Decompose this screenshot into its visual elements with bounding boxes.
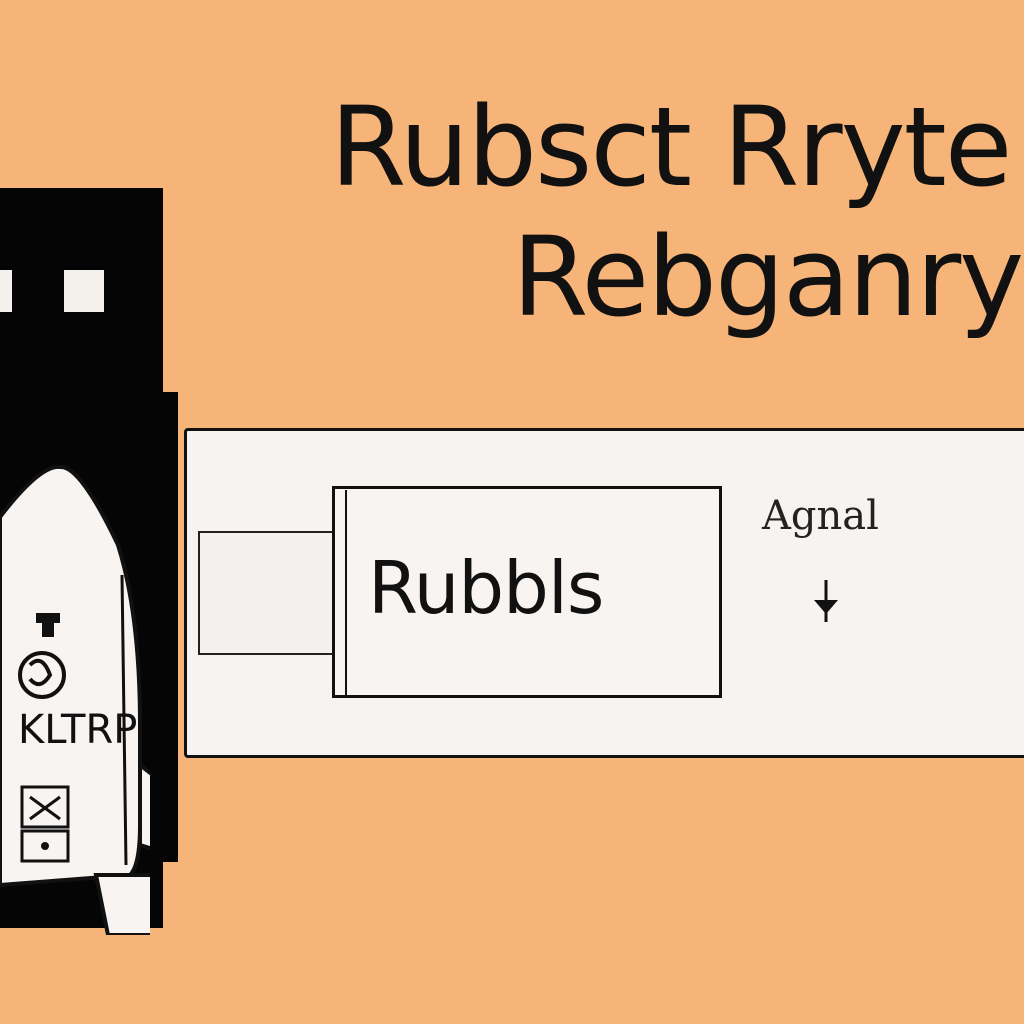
- tower-window: [0, 270, 12, 312]
- side-label: Agnal: [762, 493, 879, 539]
- tower-window: [64, 270, 104, 312]
- card-label: Rubbls: [368, 546, 604, 630]
- plug-connector: [198, 531, 338, 655]
- card-divider: [345, 490, 347, 695]
- label-card[interactable]: [332, 486, 722, 698]
- headline-line-1: Rubsct Rryte: [330, 83, 1012, 211]
- rocket-side-text: KLTRP: [18, 707, 137, 753]
- headline-line-2: Rebganry: [512, 213, 1024, 341]
- rocket-icon: KLTRP: [0, 465, 150, 935]
- down-arrow-icon[interactable]: [812, 578, 840, 626]
